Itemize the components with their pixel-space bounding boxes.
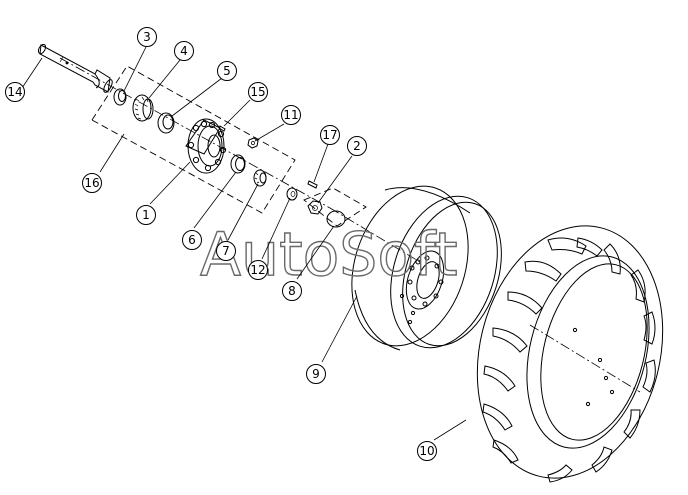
callout-label: 7 <box>222 244 230 258</box>
callout-10: 10 <box>417 441 437 461</box>
callout-label: 1 <box>142 208 150 222</box>
callout-4: 4 <box>174 41 194 61</box>
axle-shaft <box>37 43 113 93</box>
callout-label: 10 <box>419 444 434 458</box>
callout-15: 15 <box>248 82 268 102</box>
group-box-2 <box>303 187 367 227</box>
small-nut <box>247 137 259 149</box>
callout-label: 6 <box>188 233 196 247</box>
cotter-pin <box>307 180 318 189</box>
callout-17: 17 <box>320 125 340 145</box>
outer-bearing <box>253 169 267 187</box>
wheel-hub <box>185 118 227 174</box>
callout-16: 16 <box>82 173 102 193</box>
tire-inner-mounting-holes <box>572 327 615 407</box>
callout-label: 8 <box>288 284 296 298</box>
callout-8: 8 <box>282 281 302 301</box>
inner-seal <box>230 154 246 174</box>
watermark: AutoSoft <box>200 220 458 290</box>
callout-label: 11 <box>283 108 298 122</box>
callout-7: 7 <box>216 241 236 261</box>
tire-tread-lugs <box>482 237 656 483</box>
callout-label: 2 <box>353 139 361 153</box>
leader-lines <box>21 46 467 441</box>
castle-nut <box>307 200 323 215</box>
bearing-race <box>157 112 175 134</box>
callout-9: 9 <box>306 364 326 384</box>
hub-cap <box>326 210 346 228</box>
callout-label: 14 <box>7 85 22 99</box>
callout-label: 5 <box>223 64 231 78</box>
washer <box>286 187 298 201</box>
callout-3: 3 <box>137 27 157 47</box>
callout-label: 16 <box>84 176 99 190</box>
callout-label: 12 <box>250 263 265 277</box>
tractor-tire <box>476 225 664 483</box>
callout-label: 4 <box>180 44 188 58</box>
hub-pin <box>218 125 226 132</box>
callout-label: 9 <box>312 367 320 381</box>
wheel-rim <box>351 185 502 351</box>
callout-12: 12 <box>248 260 268 280</box>
callout-1: 1 <box>136 205 156 225</box>
assembly-axis <box>59 57 641 393</box>
callout-14: 14 <box>5 82 25 102</box>
seal-ring <box>113 88 127 106</box>
callout-5: 5 <box>217 61 237 81</box>
callout-label: 3 <box>143 30 151 44</box>
callout-11: 11 <box>281 105 301 125</box>
group-box-16 <box>91 65 296 214</box>
callout-2: 2 <box>347 136 367 156</box>
callout-6: 6 <box>182 230 202 250</box>
callout-label: 15 <box>250 85 265 99</box>
tapered-roller-bearing <box>132 94 154 122</box>
callout-label: 17 <box>322 128 337 142</box>
